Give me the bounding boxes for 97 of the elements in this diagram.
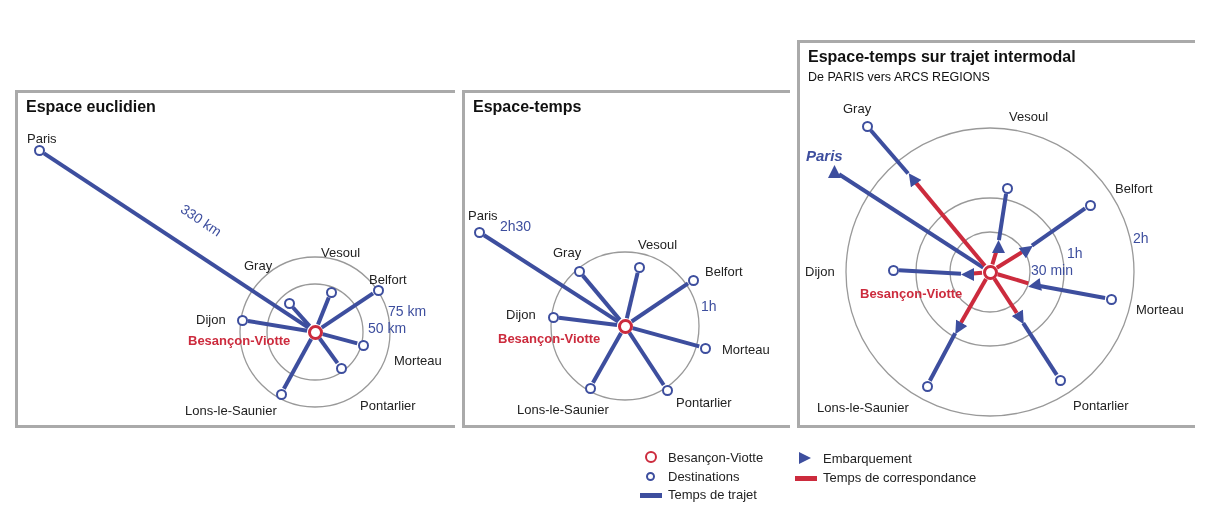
destination-marker: [1105, 293, 1117, 305]
station-label: Dijon: [196, 312, 226, 327]
destination-marker: [357, 339, 369, 351]
station-label: Morteau: [722, 342, 770, 357]
route-line: [869, 129, 910, 175]
edge-label: 2h30: [500, 219, 532, 234]
station-label: Paris: [806, 148, 843, 163]
diagram-panel: [797, 40, 1195, 428]
station-label: Belfort: [369, 272, 407, 287]
route-line: [318, 337, 340, 365]
ring-scale-label: 50 km: [368, 321, 407, 336]
station-label: Besançon-Viotte: [498, 331, 601, 346]
boarding-triangle: [1013, 311, 1027, 325]
destination-marker: [283, 297, 295, 309]
destination-marker: [275, 388, 287, 400]
station-label: Paris: [468, 208, 498, 223]
destination-marker: [687, 274, 699, 286]
station-label: Vesoul: [321, 245, 361, 260]
legend-label: Destinations: [668, 469, 740, 484]
ring-scale-label: 2h: [1133, 231, 1149, 246]
destination-marker: [325, 286, 337, 298]
route-line: [591, 332, 623, 384]
route-line: [1039, 284, 1106, 300]
route-line: [914, 181, 987, 268]
panel-title: Espace-temps sur trajet intermodal: [808, 49, 1076, 64]
destination-marker: [861, 120, 873, 132]
station-label: Pontarlier: [1073, 398, 1129, 413]
station-label: Belfort: [705, 264, 743, 279]
panel-subtitle: De PARIS vers ARCS REGIONS: [808, 70, 990, 85]
route-line: [1030, 206, 1087, 248]
destination-marker: [335, 362, 347, 374]
station-label: Besançon-Viotte: [188, 333, 291, 348]
route-line: [322, 332, 358, 346]
panel-title: Espace euclidien: [26, 99, 156, 114]
station-label: Dijon: [506, 307, 536, 322]
route-line: [291, 306, 312, 328]
station-label: Belfort: [1115, 181, 1153, 196]
destination-marker: [633, 261, 645, 273]
boarding-triangle: [991, 239, 1005, 253]
route-line: [627, 331, 666, 387]
destination-marker: [921, 380, 933, 392]
ring-scale-label: 1h: [1067, 246, 1083, 261]
legend-label: Embarquement: [823, 451, 912, 466]
destination-marker: [1001, 182, 1013, 194]
destination-marker: [584, 382, 596, 394]
ring-scale-label: 75 km: [388, 304, 427, 319]
destination-marker: [372, 284, 384, 296]
station-label: Besançon-Viotte: [860, 286, 963, 301]
boarding-triangle: [1027, 278, 1041, 292]
route-line: [558, 315, 618, 327]
route-line: [959, 277, 988, 324]
ring-scale-label: 30 min: [1031, 263, 1074, 278]
station-label: Morteau: [394, 353, 442, 368]
route-line: [1021, 321, 1059, 377]
legend-label: Besançon-Viotte: [668, 450, 764, 465]
station-label: Morteau: [1136, 302, 1184, 317]
route-line: [316, 296, 331, 326]
boarding-triangle: [827, 164, 841, 178]
destination-marker: [887, 264, 899, 276]
station-label: Vesoul: [1009, 109, 1049, 124]
destination-marker: [1084, 199, 1096, 211]
station-label: Gray: [244, 258, 273, 273]
route-line: [997, 272, 1029, 286]
panel-title: Espace-temps: [473, 99, 582, 114]
destination-marker: [661, 384, 673, 396]
legend-label: Temps de trajet: [668, 487, 757, 502]
route-line: [42, 151, 310, 330]
route-line: [630, 281, 690, 324]
destination-marker: [699, 342, 711, 354]
destination-marker: [236, 314, 248, 326]
station-label: Lons-le-Saunier: [517, 402, 609, 417]
station-label: Vesoul: [638, 237, 678, 252]
destination-marker: [33, 144, 45, 156]
boarding-triangle: [960, 267, 974, 281]
destination-marker: [573, 265, 585, 277]
route-line: [928, 332, 957, 382]
station-label: Lons-le-Saunier: [185, 403, 277, 418]
edge-label: 330 km: [177, 201, 225, 240]
route-line: [482, 233, 620, 324]
route-line: [995, 250, 1023, 270]
station-label: Pontarlier: [360, 398, 416, 413]
route-line: [837, 172, 985, 270]
destination-marker: [473, 226, 485, 238]
ring-scale-label: 1h: [701, 299, 717, 314]
destination-marker: [547, 311, 559, 323]
route-line: [581, 274, 622, 322]
station-label: Pontarlier: [676, 395, 732, 410]
route-line: [992, 277, 1019, 315]
diagram-panel: [462, 90, 790, 428]
legend-label: Temps de correspondance: [823, 470, 977, 485]
diagram-panel: [15, 90, 455, 428]
station-label: Paris: [27, 131, 57, 146]
destination-marker: [1054, 374, 1066, 386]
station-label: Dijon: [805, 264, 835, 279]
station-label: Lons-le-Saunier: [817, 400, 909, 415]
station-label: Gray: [553, 245, 582, 260]
station-label: Gray: [843, 101, 872, 116]
